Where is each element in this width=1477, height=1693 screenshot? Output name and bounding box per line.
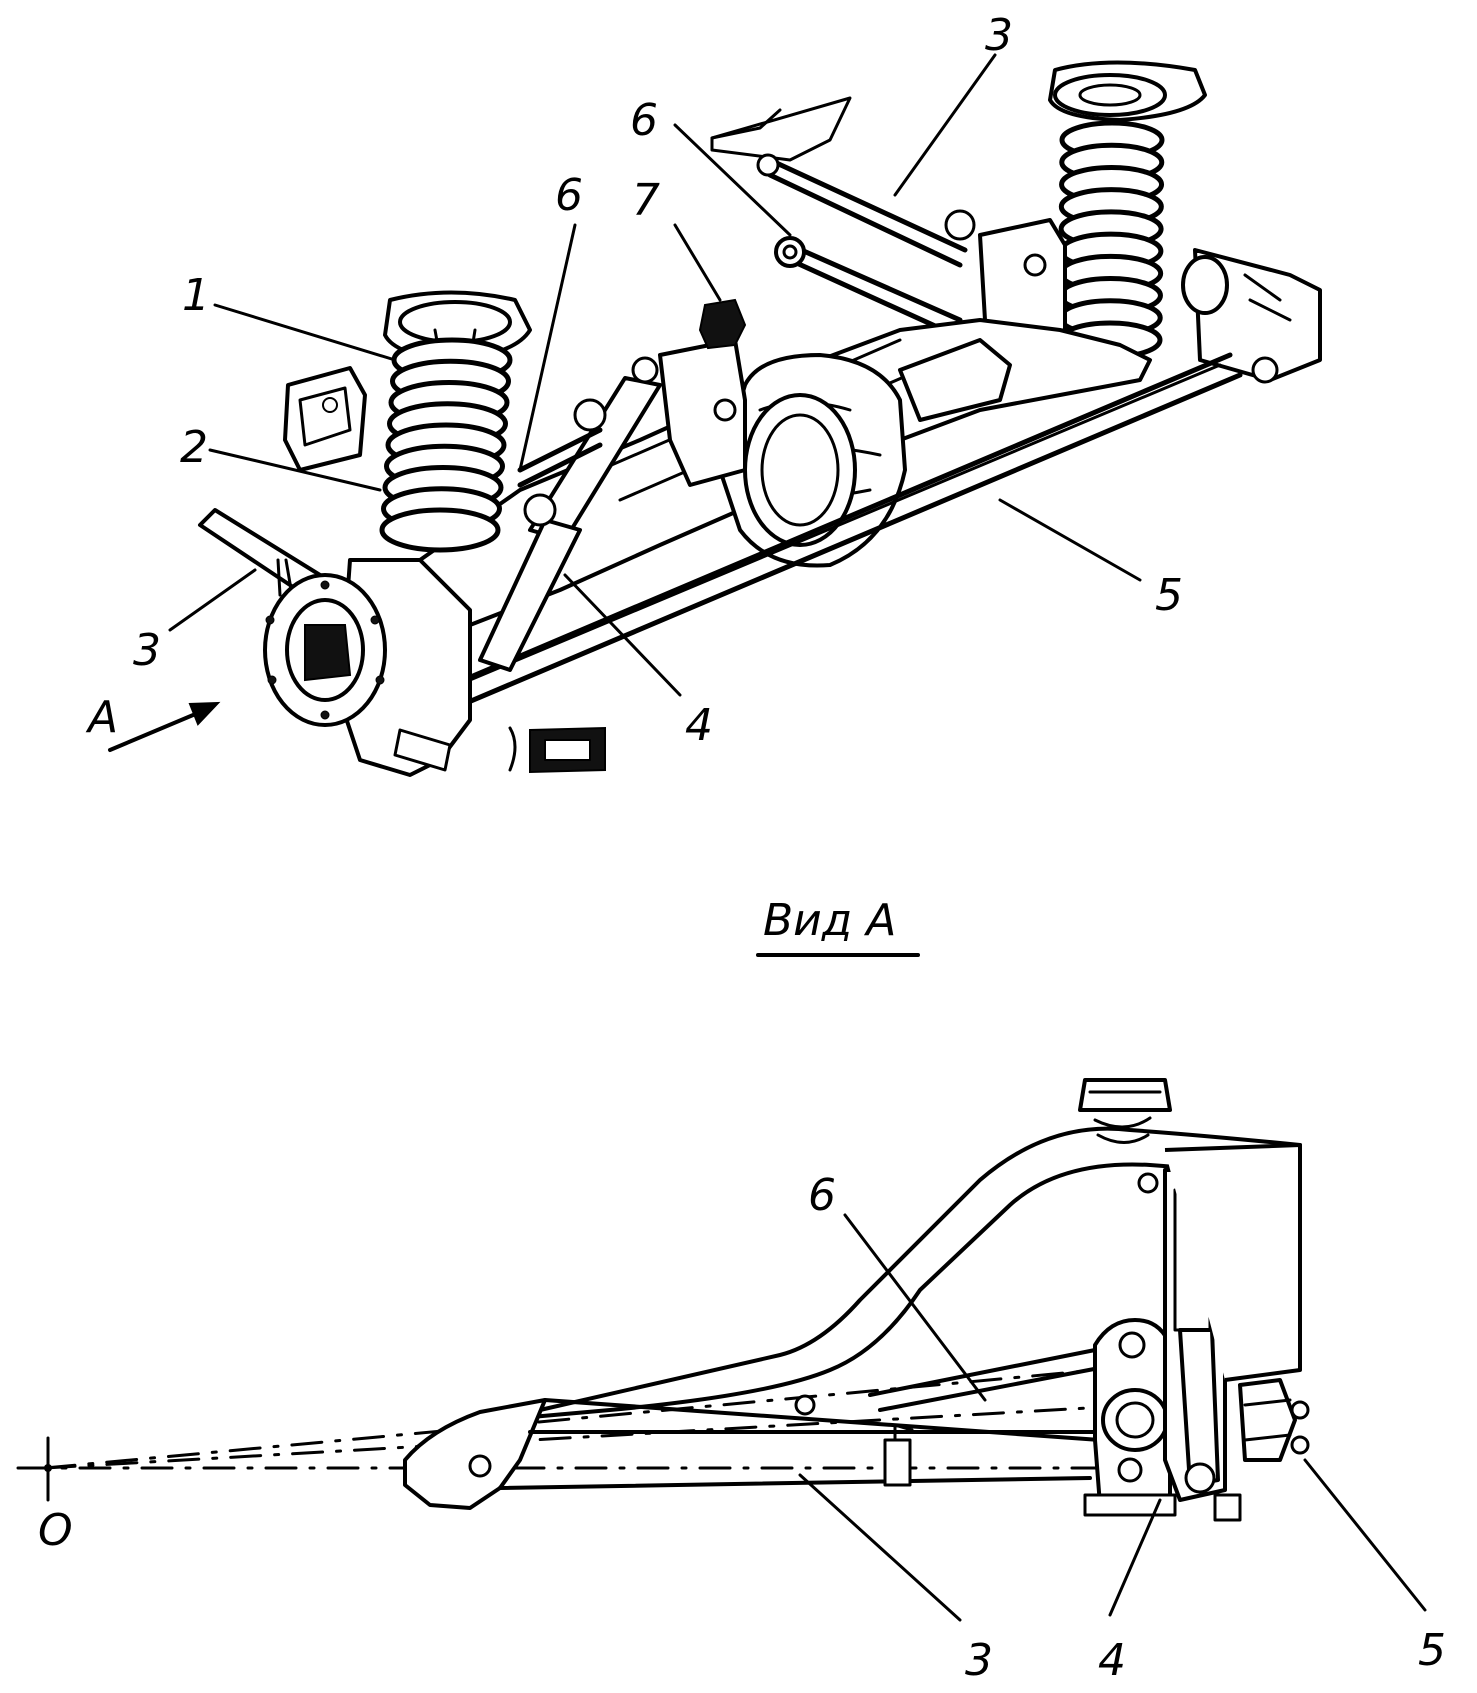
centerlines: O	[16, 1363, 1172, 1556]
callout-3-left: 3	[133, 625, 161, 676]
axle-assembly-isometric: A 1 2 3 3 4 5 6 6 7	[85, 10, 1322, 777]
view-a-title: Вид А	[763, 895, 896, 946]
callout-5: 5	[1155, 570, 1183, 621]
view-a-heading: Вид А	[756, 895, 920, 957]
view-arrow-a: A	[85, 692, 221, 752]
coil-spring-left	[379, 290, 532, 553]
coil-spring-right	[1048, 60, 1207, 360]
spring-bracket-right	[944, 209, 1067, 347]
upper-link-left	[517, 398, 607, 527]
callout-2: 2	[180, 422, 208, 473]
callout-1: 1	[182, 270, 210, 321]
body-bracket-left	[283, 366, 367, 472]
lateral-rod	[868, 1343, 1122, 1412]
center-bracket	[658, 298, 747, 487]
spring-side	[1078, 1078, 1302, 1382]
view-a-callout-4: 4	[1098, 1635, 1126, 1686]
leader-lines-top	[168, 53, 1142, 697]
callout-7: 7	[632, 175, 660, 226]
side-view-a: O	[16, 1078, 1446, 1686]
leader-lines-bottom	[798, 1213, 1427, 1622]
hub-right	[1181, 248, 1322, 384]
trailing-arm	[403, 1394, 1102, 1510]
lateral-rod-right	[774, 236, 963, 338]
callout-4: 4	[685, 700, 713, 751]
hub-left	[263, 558, 472, 777]
view-a-callout-6: 6	[808, 1170, 836, 1221]
callout-3-right: 3	[985, 10, 1013, 61]
shock-absorber	[478, 356, 662, 672]
upper-link-right	[710, 96, 968, 268]
callout-6-right: 6	[630, 95, 658, 146]
bushing-detail	[508, 726, 606, 774]
panhard-rod	[437, 352, 1243, 715]
panhard-end	[1238, 1378, 1310, 1462]
view-arrow-label: A	[85, 692, 118, 743]
spring-coil	[379, 507, 501, 553]
axle-bracket	[1083, 1318, 1177, 1517]
origin-label: O	[38, 1505, 73, 1556]
callout-6-left: 6	[555, 170, 583, 221]
view-a-callout-5: 5	[1418, 1625, 1446, 1676]
view-a-callout-3: 3	[965, 1635, 993, 1686]
